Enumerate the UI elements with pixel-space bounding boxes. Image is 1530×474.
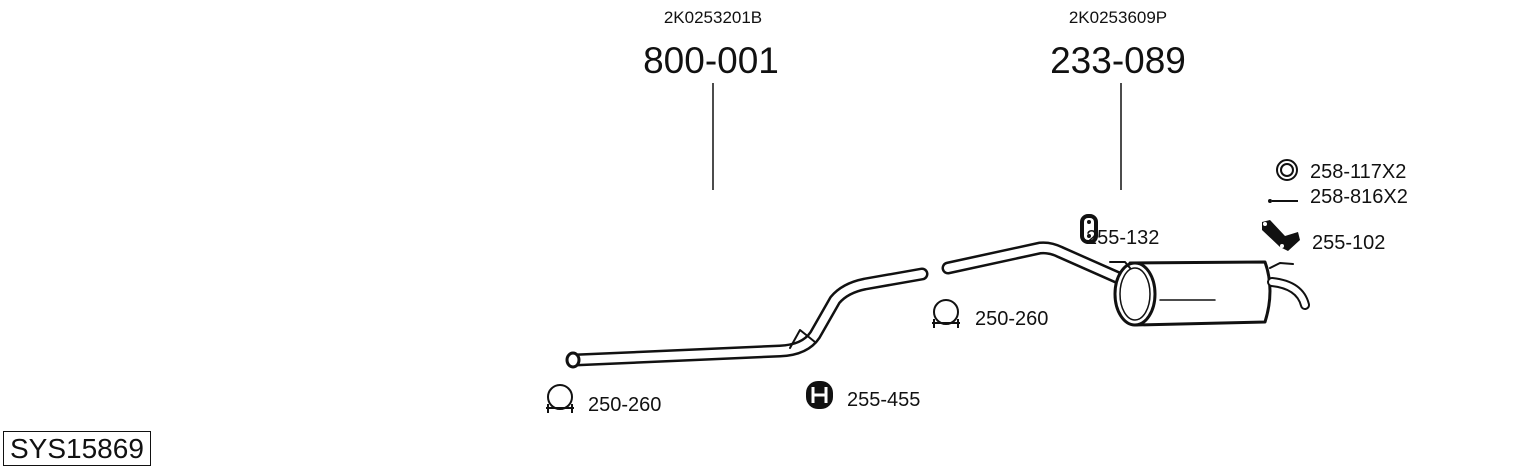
part-number-front-pipe[interactable]: 800-001	[643, 40, 779, 81]
label-clamp-mid[interactable]: 250-260	[975, 308, 1049, 330]
label-ring[interactable]: 258-117X2	[1310, 161, 1407, 183]
ring-icon	[1276, 159, 1298, 181]
label-bracket[interactable]: 255-102	[1312, 232, 1386, 254]
oem-number-rear: 2K0253609P	[1068, 8, 1168, 27]
bolt-icon	[1268, 199, 1298, 203]
system-code-box: SYS15869	[3, 431, 151, 466]
rear-muffler	[941, 241, 1310, 327]
rubber-hanger-icon-front	[806, 381, 833, 409]
label-clamp-front[interactable]: 250-260	[588, 394, 662, 416]
oem-number-front: 2K0253201B	[663, 8, 763, 27]
clamp-icon-front	[546, 384, 574, 413]
label-hanger-front[interactable]: 255-455	[847, 389, 921, 411]
part-number-rear-muffler[interactable]: 233-089	[1050, 40, 1186, 81]
label-hanger-rear[interactable]: 255-132	[1086, 227, 1160, 249]
clamp-icon-mid	[932, 299, 960, 328]
front-pipe	[565, 267, 929, 369]
bracket-icon	[1262, 220, 1300, 251]
rubber-hanger-icon-rear	[1080, 214, 1098, 244]
label-bolt[interactable]: 258-816X2	[1310, 186, 1408, 208]
